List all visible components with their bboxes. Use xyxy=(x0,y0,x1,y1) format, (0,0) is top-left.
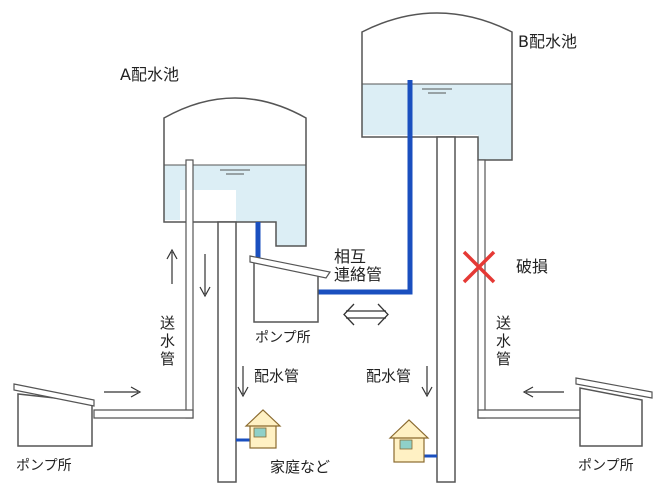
svg-text:水: 水 xyxy=(160,332,175,350)
supply-pipe-left-label: 送 水 管 xyxy=(160,314,175,368)
interconnect-pipe xyxy=(255,80,413,295)
tank-b-label: B配水池 xyxy=(518,32,577,51)
svg-text:管: 管 xyxy=(496,350,511,368)
tank-b-body xyxy=(361,12,513,161)
homes-label: 家庭など xyxy=(270,458,330,476)
damage-x-icon xyxy=(462,250,496,284)
house-right-icon xyxy=(388,419,437,463)
tank-a-outlet-pipe xyxy=(217,221,237,483)
supply-pipe-right-label: 送 水 管 xyxy=(496,314,511,368)
svg-text:送: 送 xyxy=(496,314,511,332)
tank-b-outlet-pipe xyxy=(436,136,456,483)
pump-left-label: ポンプ所 xyxy=(16,458,72,474)
distribution-pipe-left-label: 配水管 xyxy=(254,367,299,385)
house-left-icon xyxy=(236,409,282,449)
right-supply-pipe-horizontal xyxy=(477,409,583,419)
pump-station-left: ポンプ所 xyxy=(13,383,95,474)
pump-station-right: ポンプ所 xyxy=(575,377,653,474)
distribution-arrow-left-icon xyxy=(237,366,249,398)
tank-a: A配水池 xyxy=(120,65,307,247)
right-arrow-icon xyxy=(104,386,142,398)
tank-a-label: A配水池 xyxy=(120,65,179,84)
interconnect-label-1: 相互 xyxy=(334,247,366,266)
pump-right-label: ポンプ所 xyxy=(578,458,634,474)
tank-a-water xyxy=(164,165,306,246)
distribution-pipe-right-label: 配水管 xyxy=(366,367,411,385)
tank-a-inlet-pipe xyxy=(185,159,194,419)
bidirectional-arrow-icon xyxy=(343,303,389,326)
left-arrow-icon xyxy=(522,386,564,398)
pump-center-label: ポンプ所 xyxy=(255,330,311,346)
down-arrow-icon xyxy=(199,254,211,298)
svg-text:送: 送 xyxy=(160,314,175,332)
tank-b: B配水池 xyxy=(361,12,577,161)
up-arrow-icon xyxy=(166,248,178,284)
tank-b-inlet-pipe xyxy=(477,159,486,419)
interconnect-label-2: 連絡管 xyxy=(334,265,382,284)
distribution-arrow-right-icon xyxy=(421,366,433,398)
pump-station-center: ポンプ所 xyxy=(249,255,331,346)
left-supply-pipe-horizontal xyxy=(93,409,194,419)
tank-a-body xyxy=(163,97,307,247)
tank-b-water xyxy=(362,84,512,160)
damage-label: 破損 xyxy=(516,257,548,276)
svg-text:管: 管 xyxy=(160,350,175,368)
svg-text:水: 水 xyxy=(496,332,511,350)
